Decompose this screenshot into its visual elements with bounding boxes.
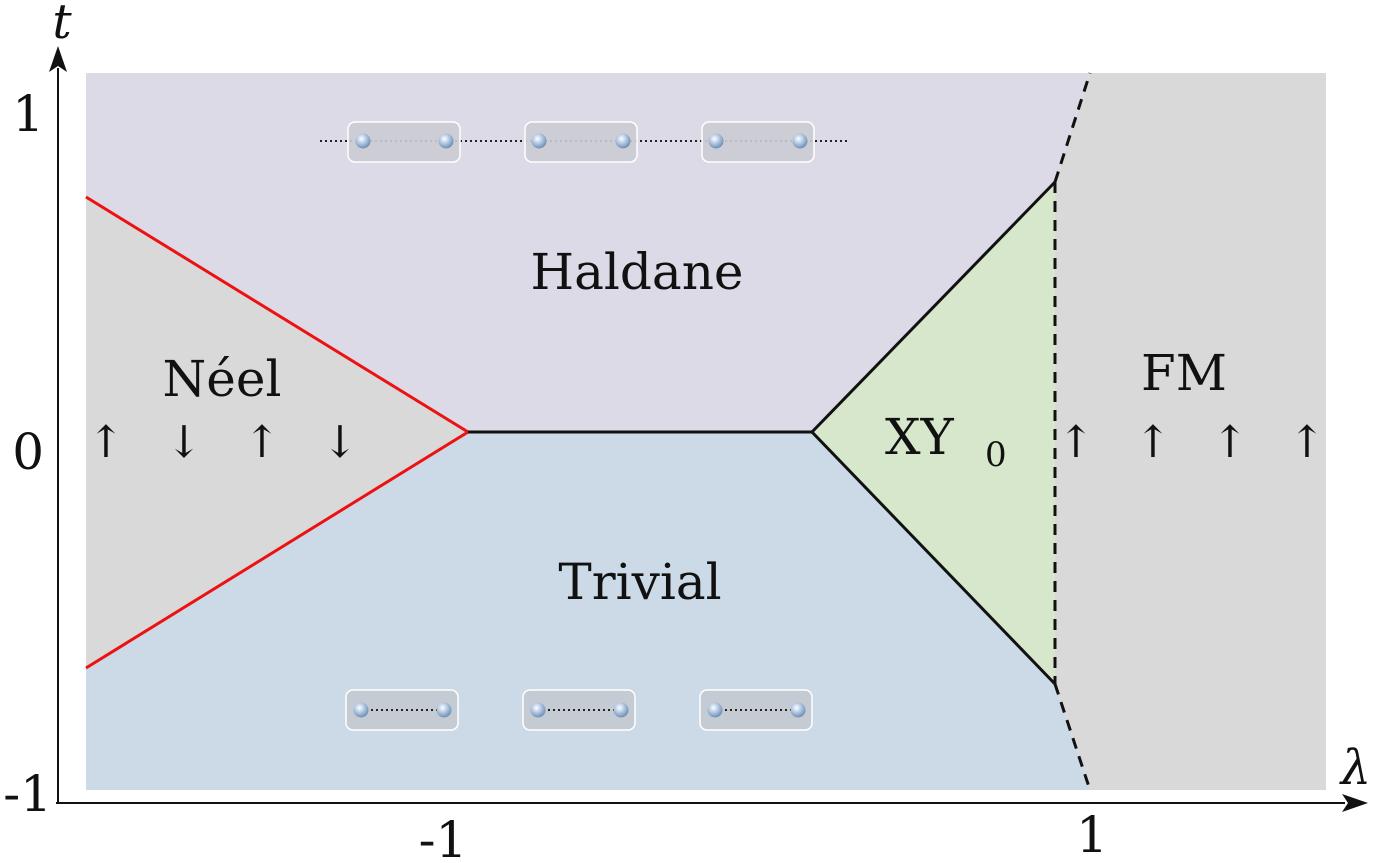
- spin-site: [530, 702, 546, 718]
- xy0-label-subscript: 0: [985, 435, 1007, 475]
- haldane-singlet-pair: [524, 121, 638, 163]
- y-tick-label-minus1: -1: [3, 765, 52, 823]
- spin-site: [708, 133, 724, 149]
- fm-label: FM: [1141, 344, 1227, 402]
- spin-site: [353, 702, 369, 718]
- y-axis-arrowhead: [49, 46, 67, 72]
- haldane-fm-boundary: [1053, 72, 1092, 183]
- spin-site: [613, 702, 629, 718]
- fm-spin-4: ↑: [1289, 417, 1326, 468]
- spin-site: [790, 702, 806, 718]
- fm-spin-2: ↑: [1135, 417, 1172, 468]
- y-tick-label-1: 1: [12, 85, 44, 143]
- neel-spin-2: ↓: [166, 417, 203, 468]
- trivial-dimer: [699, 689, 813, 731]
- xy0-left-boundary: [809, 180, 1057, 686]
- x-tick-label-1: 1: [1076, 806, 1108, 863]
- neel-region: [86, 197, 468, 668]
- trivial-label: Trivial: [558, 553, 721, 611]
- y-axis-label: t: [52, 0, 72, 50]
- haldane-label: Haldane: [530, 243, 743, 301]
- fm-spin-1: ↑: [1058, 417, 1095, 468]
- y-axis: [49, 46, 67, 803]
- xy0-region: [812, 182, 1055, 684]
- neel-spin-4: ↓: [322, 417, 359, 468]
- xy0-label-main: XY: [885, 408, 955, 466]
- x-axis: [56, 794, 1368, 812]
- spin-site: [436, 702, 452, 718]
- spin-site: [792, 133, 808, 149]
- haldane-region: [86, 73, 1090, 432]
- x-axis-label: λ: [1339, 740, 1371, 796]
- x-axis-arrowhead: [1342, 794, 1368, 812]
- neel-spin-3: ↑: [244, 417, 281, 468]
- y-tick-label-0: 0: [12, 423, 44, 481]
- trivial-dimer: [345, 689, 459, 731]
- trivial-dimer: [522, 689, 636, 731]
- haldane-singlet-pair: [701, 121, 815, 163]
- trivial-dimer-illustration: [345, 689, 813, 731]
- spin-site: [615, 133, 631, 149]
- neel-spin-pattern: ↑ ↓ ↑ ↓: [88, 417, 359, 468]
- haldane-singlet-pair: [347, 121, 461, 163]
- spin-site: [438, 133, 454, 149]
- xy0-label: XY 0: [885, 408, 1007, 475]
- haldane-chain-illustration: [320, 121, 848, 163]
- spin-site: [707, 702, 723, 718]
- trivial-region: [86, 432, 1090, 790]
- spin-site: [355, 133, 371, 149]
- fm-region: [1055, 73, 1326, 790]
- neel-spin-1: ↑: [88, 417, 125, 468]
- spin-site: [531, 133, 547, 149]
- fm-spin-3: ↑: [1212, 417, 1249, 468]
- fm-spin-pattern: ↑ ↑ ↑ ↑: [1058, 417, 1326, 468]
- x-tick-label-minus1: -1: [419, 811, 468, 863]
- neel-label: Néel: [163, 350, 282, 408]
